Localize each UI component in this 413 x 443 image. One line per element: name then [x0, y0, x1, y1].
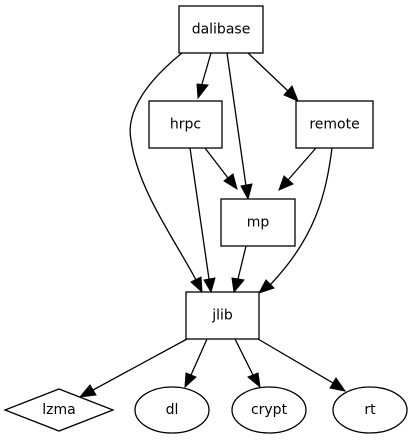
edge-dalibase-hrpc	[196, 52, 212, 100]
edge-dalibase-jlib	[129, 52, 203, 294]
node-crypt[interactable]: crypt	[231, 386, 307, 434]
node-dalibase-label: dalibase	[192, 22, 251, 38]
node-mp[interactable]: mp	[220, 198, 296, 247]
edge-remote-mp	[278, 147, 317, 191]
edge-jlib-rt	[257, 338, 347, 392]
edges	[78, 52, 347, 398]
node-mp-label: mp	[247, 215, 270, 231]
node-jlib-label: jlib	[211, 308, 233, 324]
nodes: dalibase hrpc remote mp jlib lzma dl	[3, 5, 408, 434]
node-hrpc[interactable]: hrpc	[148, 100, 223, 149]
node-dl-label: dl	[166, 402, 179, 418]
node-lzma-label: lzma	[42, 402, 75, 418]
edge-remote-jlib	[257, 147, 333, 294]
node-remote[interactable]: remote	[295, 100, 374, 149]
node-remote-label: remote	[309, 117, 359, 133]
edge-dalibase-remote	[247, 52, 299, 102]
node-lzma[interactable]: lzma	[3, 388, 115, 432]
edge-hrpc-jlib	[189, 147, 216, 294]
edge-hrpc-mp	[204, 147, 238, 191]
node-dl[interactable]: dl	[134, 386, 210, 434]
node-dalibase[interactable]: dalibase	[178, 5, 264, 54]
edge-jlib-dl	[184, 338, 208, 389]
node-jlib[interactable]: jlib	[185, 291, 260, 340]
edge-mp-jlib	[231, 245, 247, 294]
node-hrpc-label: hrpc	[170, 117, 201, 133]
edge-jlib-lzma	[78, 338, 188, 398]
edge-jlib-crypt	[234, 338, 261, 389]
node-rt[interactable]: rt	[332, 386, 408, 434]
node-rt-label: rt	[364, 402, 376, 418]
node-crypt-label: crypt	[251, 402, 288, 418]
edge-dalibase-mp	[226, 52, 253, 201]
